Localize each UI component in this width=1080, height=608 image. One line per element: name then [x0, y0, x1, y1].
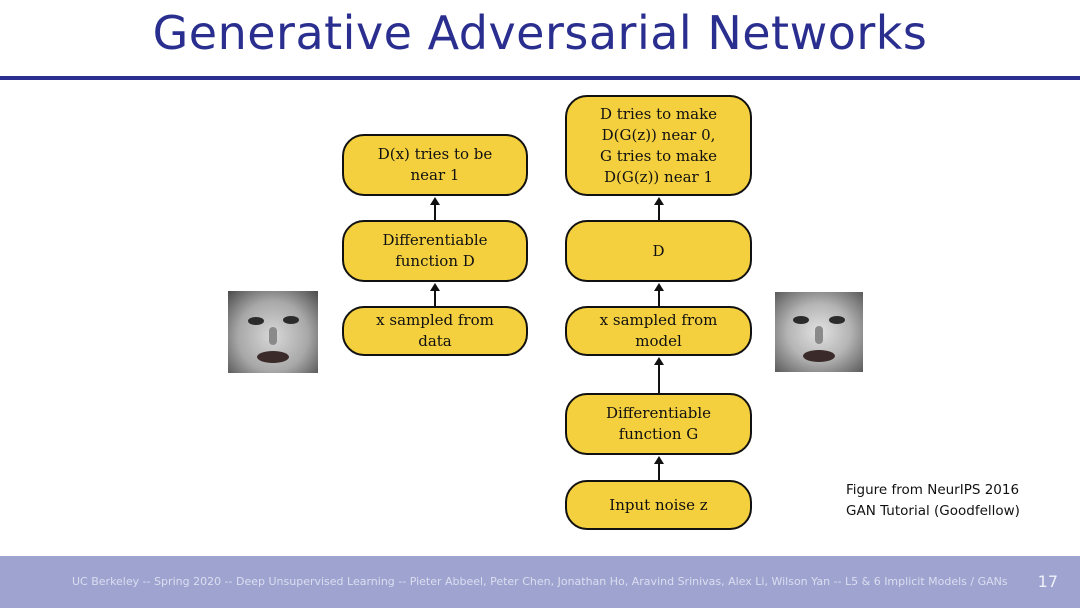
- page-number: 17: [1037, 572, 1058, 591]
- arrow-right-generator-to-sample: [654, 357, 664, 393]
- box-input-noise-z: Input noise z: [565, 480, 752, 530]
- arrow-right-d-to-top: [654, 197, 664, 220]
- arrow-left-middle-to-top: [430, 197, 440, 220]
- box-adversarial-objective-text: D tries to make D(G(z)) near 0, G tries …: [599, 104, 718, 186]
- box-discriminator-real-goal: D(x) tries to be near 1: [342, 134, 528, 196]
- arrow-left-bottom-to-middle: [430, 283, 440, 306]
- box-x-sampled-from-data: x sampled from data: [342, 306, 528, 356]
- box-discriminator-real-goal-text: D(x) tries to be near 1: [377, 145, 493, 184]
- box-discriminator-d-text: D: [652, 241, 665, 260]
- real-face-image: [228, 291, 318, 373]
- caption-line-1: Figure from NeurIPS 2016: [846, 482, 1020, 498]
- footer-text: UC Berkeley -- Spring 2020 -- Deep Unsup…: [72, 575, 1008, 588]
- box-differentiable-function-d-text: Differentiable function D: [382, 231, 488, 270]
- caption-line-2: GAN Tutorial (Goodfellow): [846, 503, 1020, 519]
- box-adversarial-objective: D tries to make D(G(z)) near 0, G tries …: [565, 95, 752, 196]
- slide-title: Generative Adversarial Networks: [152, 6, 928, 60]
- slide-footer-bar: [0, 556, 1080, 608]
- box-input-noise-z-text: Input noise z: [609, 495, 708, 514]
- generated-face-image: [775, 292, 863, 372]
- arrow-right-sample-to-d: [654, 283, 664, 306]
- figure-caption: Figure from NeurIPS 2016 GAN Tutorial (G…: [846, 480, 1056, 522]
- title-divider: [0, 76, 1080, 80]
- box-x-sampled-from-model-text: x sampled from model: [599, 311, 718, 350]
- box-discriminator-d: D: [565, 220, 752, 282]
- box-differentiable-function-d: Differentiable function D: [342, 220, 528, 282]
- box-x-sampled-from-data-text: x sampled from data: [376, 311, 494, 350]
- box-differentiable-function-g: Differentiable function G: [565, 393, 752, 455]
- arrow-right-noise-to-generator: [654, 456, 664, 480]
- box-x-sampled-from-model: x sampled from model: [565, 306, 752, 356]
- box-differentiable-function-g-text: Differentiable function G: [605, 404, 712, 443]
